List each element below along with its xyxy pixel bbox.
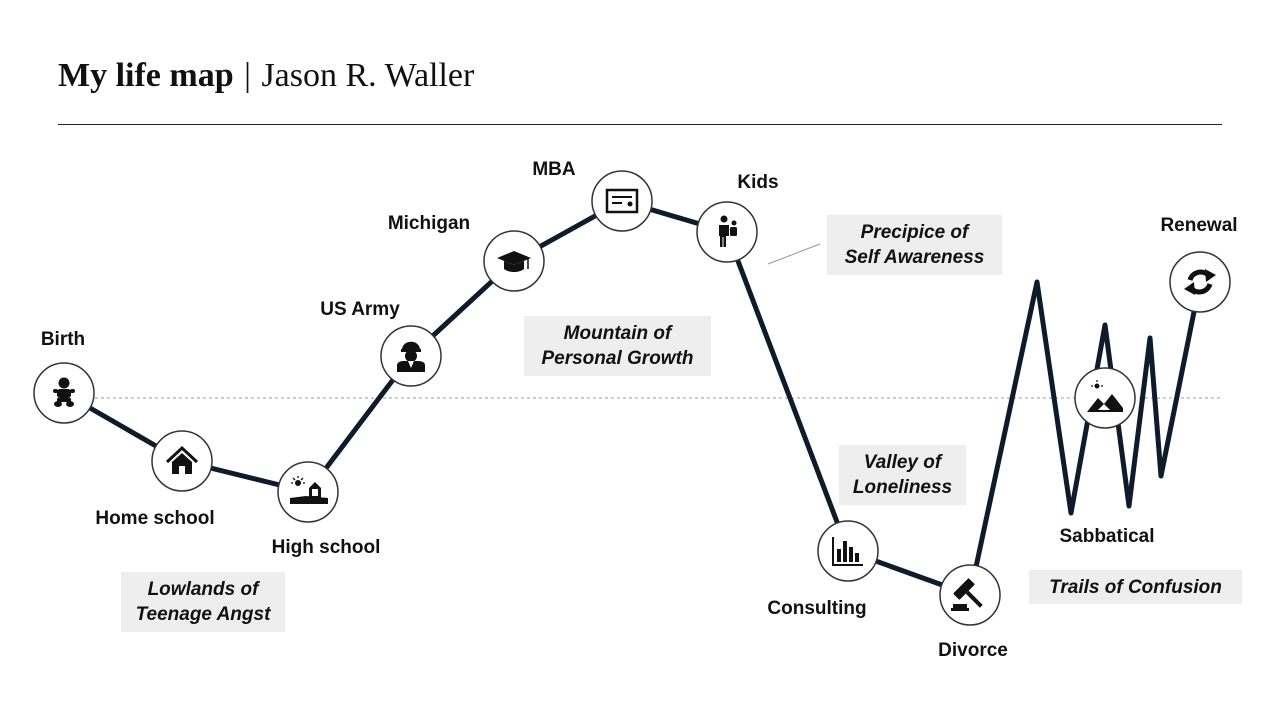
region-label-valley: Valley of Loneliness xyxy=(839,445,966,505)
milestone-circle xyxy=(1074,367,1136,429)
mountain-sun-icon xyxy=(1087,380,1123,412)
soldier-icon xyxy=(397,341,425,372)
milestone-node-consulting xyxy=(817,520,879,582)
milestone-label-consulting: Consulting xyxy=(767,598,867,619)
life-path xyxy=(62,198,1203,598)
milestone-label-michigan: Michigan xyxy=(387,213,471,234)
milestone-node-michigan xyxy=(483,230,545,292)
milestone-circle xyxy=(817,520,879,582)
milestone-node-renewal xyxy=(1169,251,1231,313)
region-label-precipice: Precipice of Self Awareness xyxy=(827,215,1002,275)
region-label-line: Precipice of xyxy=(860,222,969,243)
precipice-leader-line xyxy=(767,243,821,265)
region-label-line: Lowlands of xyxy=(147,579,259,600)
title-main: My life map xyxy=(58,57,234,94)
graduation-cap-icon xyxy=(497,251,531,272)
region-label-line: Mountain of xyxy=(563,323,672,344)
milestone-label-home-school: Home school xyxy=(95,508,215,529)
region-label-line: Valley of xyxy=(863,452,942,473)
milestone-label-divorce: Divorce xyxy=(938,640,1008,661)
region-label-line: Personal Growth xyxy=(541,348,694,369)
milestone-node-birth xyxy=(33,362,95,424)
region-label-mountain: Mountain of Personal Growth xyxy=(524,316,711,376)
milestone-circle xyxy=(277,461,339,523)
title-separator: | xyxy=(244,57,251,94)
milestone-circle xyxy=(591,170,653,232)
milestone-label-sabbatical: Sabbatical xyxy=(1059,526,1155,547)
region-label-line: Teenage Angst xyxy=(135,604,271,625)
region-label-line: Self Awareness xyxy=(844,247,985,268)
title-author: Jason R. Waller xyxy=(261,57,475,94)
milestone-node-kids xyxy=(696,201,758,263)
parent-child-icon xyxy=(719,215,737,247)
milestone-label-birth: Birth xyxy=(40,329,86,350)
milestone-label-high-school: High school xyxy=(271,537,381,558)
bar-chart-icon xyxy=(832,537,863,566)
gavel-icon xyxy=(951,578,983,611)
milestone-label-kids: Kids xyxy=(737,172,779,193)
milestone-node-high-school xyxy=(277,461,339,523)
milestone-node-sabbatical xyxy=(1074,367,1136,429)
milestone-label-us-army: US Army xyxy=(320,299,400,320)
house-icon xyxy=(165,445,199,474)
region-label-trails: Trails of Confusion xyxy=(1029,570,1242,604)
refresh-icon xyxy=(1184,269,1216,295)
region-label-line: Loneliness xyxy=(852,477,953,498)
region-label-lowlands: Lowlands of Teenage Angst xyxy=(121,572,285,632)
title-divider xyxy=(58,124,1222,125)
milestone-label-renewal: Renewal xyxy=(1160,215,1238,236)
milestone-node-mba xyxy=(591,170,653,232)
milestone-circle xyxy=(1169,251,1231,313)
milestone-node-home-school xyxy=(151,430,213,492)
barn-icon xyxy=(290,476,328,504)
region-label-line: Trails of Confusion xyxy=(1049,577,1222,598)
page-title: My life map | Jason R. Waller xyxy=(58,54,474,98)
baby-icon xyxy=(53,377,75,407)
milestone-node-divorce xyxy=(939,564,1001,626)
milestone-label-mba: MBA xyxy=(532,159,576,180)
diploma-icon xyxy=(605,188,639,214)
milestone-node-us-army xyxy=(380,325,442,387)
